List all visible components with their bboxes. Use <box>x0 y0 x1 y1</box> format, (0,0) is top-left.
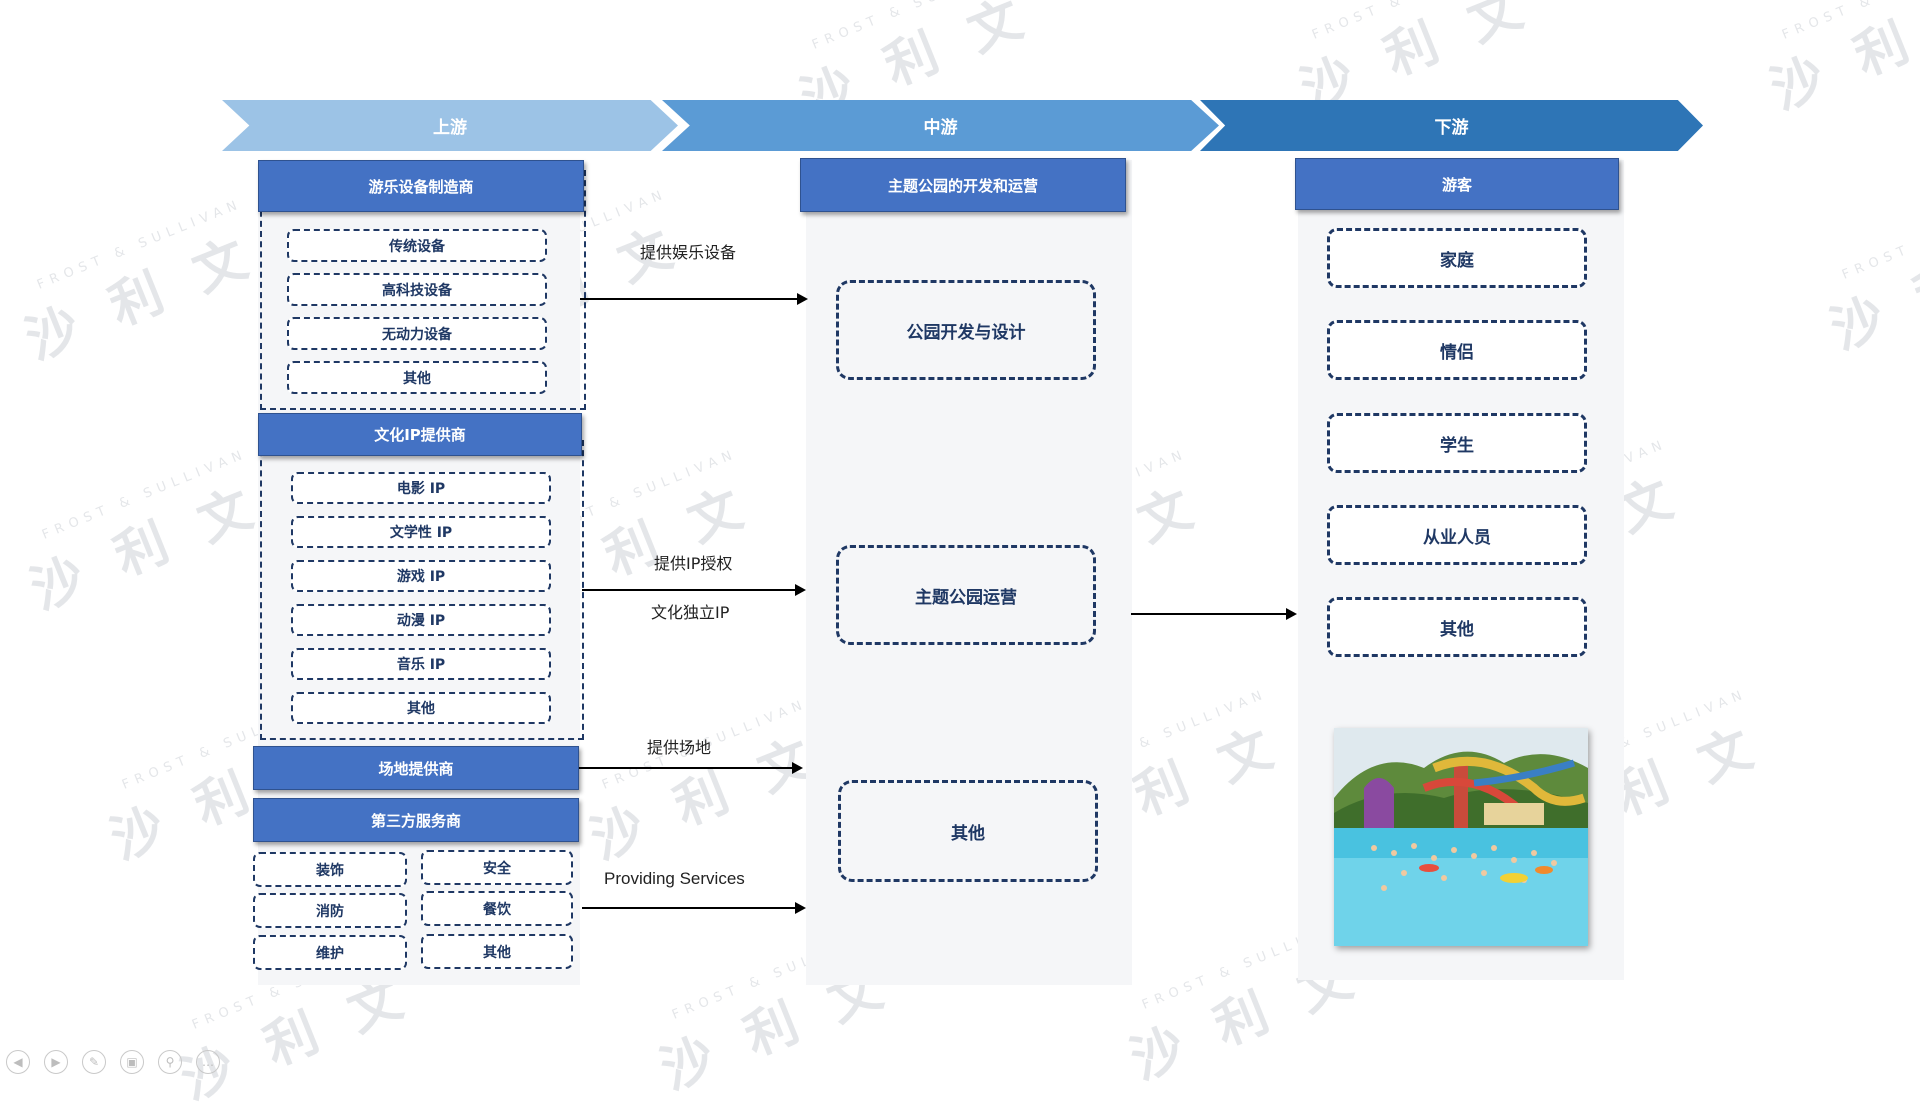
third-party-header: 第三方服务商 <box>253 798 579 842</box>
service-item: 消防 <box>253 893 407 928</box>
third-party-header-label: 第三方服务商 <box>370 811 461 830</box>
ip-item: 文学性 IP <box>291 516 551 548</box>
arrow-to-visitors <box>1131 608 1297 620</box>
equipment-item: 无动力设备 <box>287 317 547 350</box>
water-park-photo <box>1334 728 1588 946</box>
flow-label-services: Providing Services <box>604 869 745 888</box>
midstream-item: 公园开发与设计 <box>836 280 1096 380</box>
chevron-downstream: 下游 <box>1200 100 1703 151</box>
midstream-header-label: 主题公园的开发和运营 <box>887 176 1038 195</box>
flow-label-ip-original: 文化独立IP <box>651 603 730 622</box>
equipment-header-label: 游乐设备制造商 <box>368 177 474 196</box>
visitor-item: 学生 <box>1327 413 1587 473</box>
chevron-upstream: 上游 <box>222 100 678 151</box>
arrow-venue <box>579 762 803 774</box>
chevron-midstream: 中游 <box>662 100 1219 151</box>
flow-label-venue: 提供场地 <box>647 738 712 757</box>
ip-item: 音乐 IP <box>291 648 551 680</box>
service-item: 装饰 <box>253 852 407 887</box>
visitor-item: 从业人员 <box>1327 505 1587 565</box>
flow-label-equipment: 提供娱乐设备 <box>640 243 737 262</box>
visitor-item: 其他 <box>1327 597 1587 657</box>
equipment-item: 其他 <box>287 361 547 394</box>
more-icon[interactable]: … <box>196 1050 220 1074</box>
prev-icon[interactable]: ◀ <box>6 1050 30 1074</box>
chevron-downstream-label: 下游 <box>1434 118 1469 138</box>
ip-header: 文化IP提供商 <box>258 413 582 456</box>
midstream-header: 主题公园的开发和运营 <box>800 158 1126 212</box>
arrow-ip <box>582 584 806 596</box>
service-item: 其他 <box>421 934 573 969</box>
visitor-item: 家庭 <box>1327 228 1587 288</box>
next-icon[interactable]: ▶ <box>44 1050 68 1074</box>
equipment-header: 游乐设备制造商 <box>258 160 584 212</box>
pen-icon[interactable]: ✎ <box>82 1050 106 1074</box>
visitor-item: 情侣 <box>1327 320 1587 380</box>
chevron-upstream-label: 上游 <box>433 118 467 138</box>
equipment-item: 传统设备 <box>287 229 547 262</box>
visitors-header: 游客 <box>1295 158 1619 210</box>
arrow-equipment <box>580 293 808 305</box>
screen-icon[interactable]: ▣ <box>120 1050 144 1074</box>
visitors-header-label: 游客 <box>1441 175 1472 194</box>
midstream-item: 其他 <box>838 780 1098 882</box>
ip-header-label: 文化IP提供商 <box>374 426 466 444</box>
venue-header: 场地提供商 <box>253 746 579 790</box>
equipment-item: 高科技设备 <box>287 273 547 306</box>
chevron-midstream-label: 中游 <box>923 118 958 138</box>
zoom-icon[interactable]: ⚲ <box>158 1050 182 1074</box>
venue-header-label: 场地提供商 <box>378 759 454 778</box>
flow-label-ip-license: 提供IP授权 <box>654 554 733 573</box>
ip-item: 其他 <box>291 692 551 724</box>
ip-item: 游戏 IP <box>291 560 551 592</box>
service-item: 维护 <box>253 935 407 970</box>
midstream-item: 主题公园运营 <box>836 545 1096 645</box>
arrow-services <box>582 902 806 914</box>
ip-item: 电影 IP <box>291 472 551 504</box>
midstream-panel <box>806 160 1132 985</box>
service-item: 安全 <box>421 850 573 885</box>
service-item: 餐饮 <box>421 891 573 926</box>
ip-item: 动漫 IP <box>291 604 551 636</box>
